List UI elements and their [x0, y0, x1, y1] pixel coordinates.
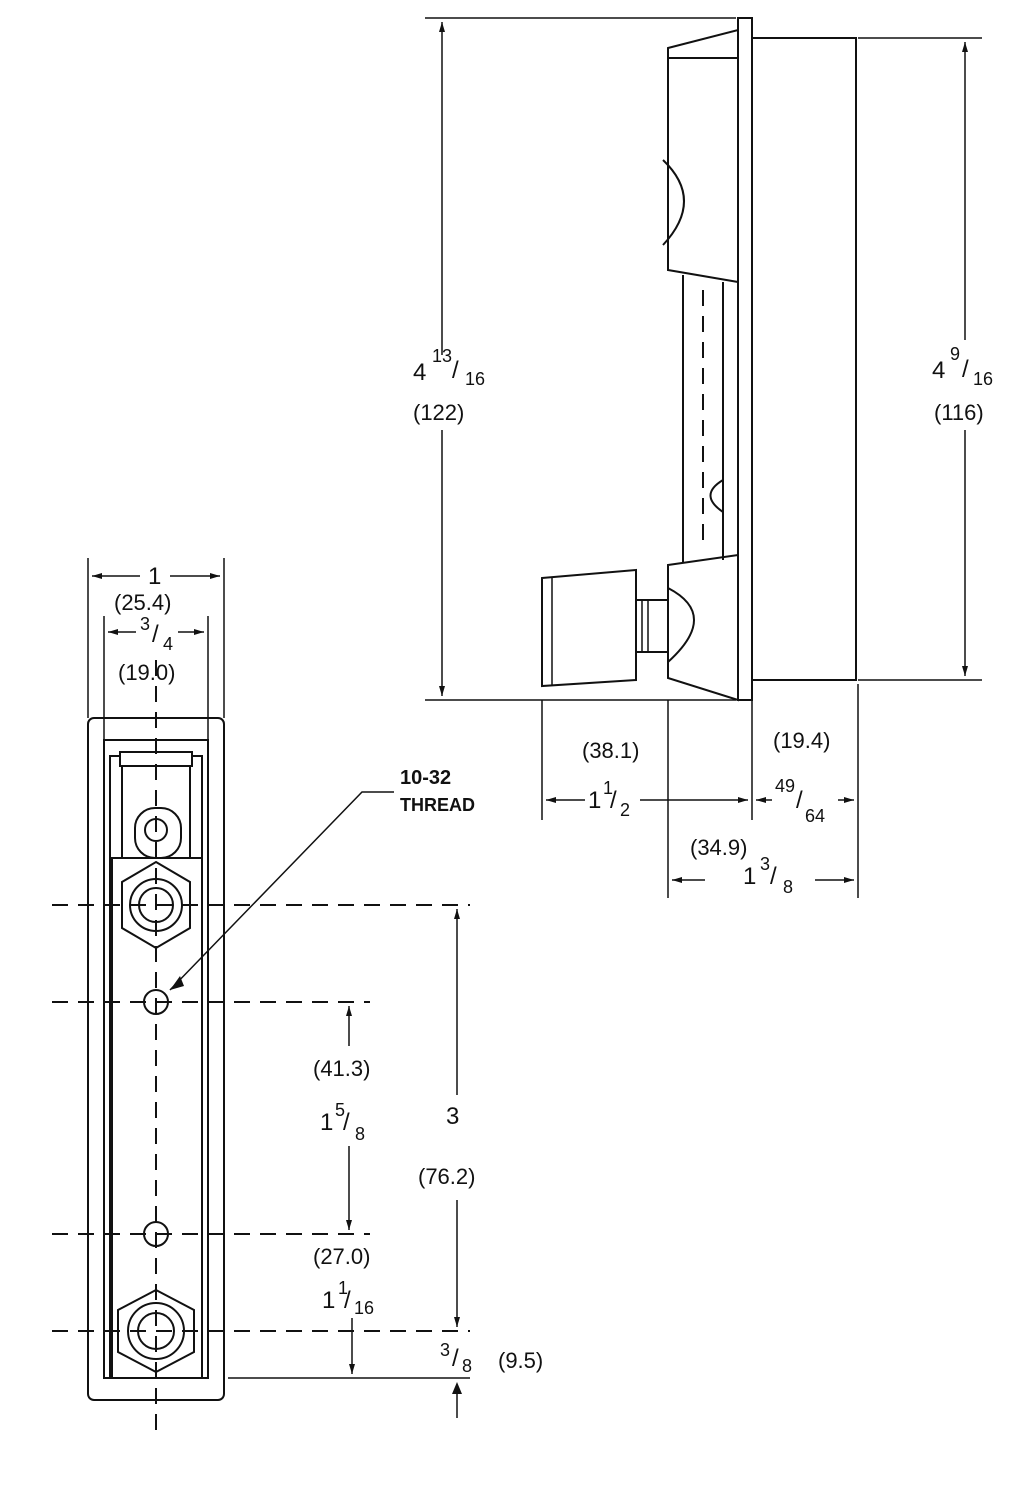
front-panel	[737, 17, 753, 701]
port-spacing-value: 3	[446, 1103, 459, 1130]
mount-spacing-mm: (41.3)	[313, 1056, 370, 1081]
height-extension-lines	[425, 17, 736, 701]
thread-leader-arrow	[170, 976, 184, 990]
fraction-slash: /	[452, 1345, 459, 1372]
port-spacing-mm: (76.2)	[418, 1164, 475, 1189]
tube-walls	[682, 275, 724, 562]
mount-spacing-den: 8	[355, 1124, 365, 1144]
lower-offset-den: 16	[354, 1298, 374, 1318]
overall-height-den: 16	[465, 369, 485, 389]
body-depth-num: 3	[760, 854, 770, 874]
depth-extension-lines	[541, 684, 859, 898]
lower-offset-mm: (27.0)	[313, 1244, 370, 1269]
fraction-slash: /	[796, 787, 803, 814]
fraction-slash: /	[343, 1109, 350, 1136]
fraction-slash: /	[452, 357, 459, 384]
overall-width-value: 1	[148, 563, 161, 590]
float-bump	[709, 479, 724, 513]
fraction-slash: /	[610, 787, 617, 814]
thread-leader	[169, 791, 394, 991]
fraction-slash: /	[962, 356, 969, 383]
bottom-offset-den: 8	[462, 1356, 472, 1376]
top-knob	[134, 807, 182, 859]
body-depth-den: 8	[783, 877, 793, 897]
overall-width-mm: (25.4)	[114, 590, 171, 615]
thread-size: 10-32	[400, 767, 451, 789]
bottom-offset-arrow	[452, 1382, 462, 1394]
lower-offset-num: 1	[338, 1278, 348, 1298]
rear-depth-num: 49	[775, 776, 795, 796]
body-depth-mm: (34.9)	[690, 835, 747, 860]
fitting-depth-num: 1	[603, 778, 613, 798]
body-height-whole: 4	[932, 357, 945, 384]
tube-upper	[667, 58, 739, 283]
inner-width-mm: (19.0)	[118, 660, 175, 685]
fraction-slash: /	[770, 863, 777, 890]
lower-elbow	[667, 587, 695, 663]
fitting-stem	[635, 599, 669, 653]
fitting-nut	[541, 568, 637, 688]
fraction-slash: /	[152, 621, 159, 648]
front-view: 1 (25.4) 3 / 4 (19.0) 10-32 THREAD 3 (76…	[52, 558, 543, 1435]
bottom-offset-num: 3	[440, 1340, 450, 1360]
rear-depth-mm: (19.4)	[773, 728, 830, 753]
mount-spacing-num: 5	[335, 1100, 345, 1120]
top-cap	[119, 751, 193, 767]
fitting-depth-den: 2	[620, 800, 630, 820]
top-lip	[667, 28, 739, 59]
side-view: 4 13 / 16 (122) 4 9 / 16 (116) (38.1) 1 …	[413, 17, 993, 898]
fraction-slash: /	[344, 1287, 351, 1314]
inner-width-den: 4	[163, 634, 173, 654]
mount-spacing-whole: 1	[320, 1109, 333, 1136]
inner-width-num: 3	[140, 614, 150, 634]
fitting-depth-whole: 1	[588, 787, 601, 814]
body-height-den: 16	[973, 369, 993, 389]
body-height-num: 9	[950, 344, 960, 364]
lower-offset-whole: 1	[322, 1287, 335, 1314]
overall-height-mm: (122)	[413, 400, 464, 425]
fitting-depth-mm: (38.1)	[582, 738, 639, 763]
rear-housing	[751, 37, 857, 681]
thread-label: THREAD	[400, 795, 475, 815]
overall-height-whole: 4	[413, 359, 426, 386]
body-depth-whole: 1	[743, 863, 756, 890]
fitting-threads	[641, 600, 649, 652]
rear-depth-den: 64	[805, 806, 825, 826]
overall-height-num: 13	[432, 346, 452, 366]
tube-lower	[667, 553, 739, 702]
upper-dome	[662, 159, 685, 246]
width-extension-lines	[87, 558, 225, 740]
body-height-extension-lines	[858, 37, 982, 681]
bottom-offset-mm: (9.5)	[498, 1348, 543, 1373]
body-height-mm: (116)	[934, 400, 984, 425]
